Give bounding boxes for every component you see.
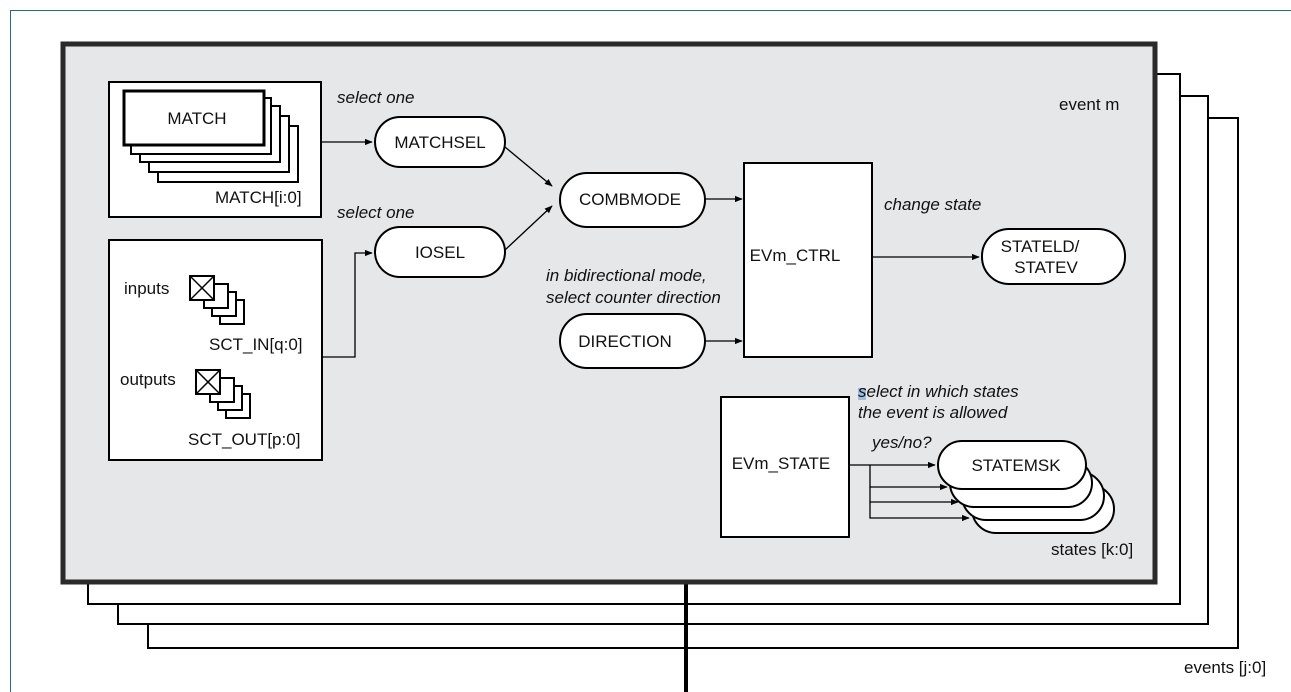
matchsel-label: MATCHSEL (394, 133, 485, 152)
event-m-label: event m (1059, 95, 1119, 114)
match-label: MATCH (167, 109, 226, 128)
select-one-io-label: select one (337, 203, 415, 222)
sct-in-label: SCT_IN[q:0] (209, 335, 303, 354)
matchsel-box (374, 116, 506, 168)
connectors (321, 138, 980, 522)
change-state-label: change state (884, 195, 981, 214)
yes-no-label: yes/no? (871, 433, 932, 452)
state-to-statemsk-arrow-4 (869, 502, 970, 522)
io-to-iosel-arrow (322, 249, 373, 358)
statemsk-box (937, 440, 1087, 490)
iosel-to-combmode-arrow (504, 205, 553, 251)
select-states-note-line2: the event is allowed (858, 403, 1008, 422)
stateld-label: STATELD/ (1001, 237, 1080, 256)
stateld-statev-box (981, 228, 1126, 285)
iosel-box (374, 226, 506, 278)
events-label: events [j:0] (1184, 658, 1266, 677)
matchsel-to-combmode-arrow (504, 146, 553, 187)
select-one-match-label: select one (337, 88, 415, 107)
select-states-note-line1: select in which states (858, 382, 1019, 401)
evm-ctrl-box (743, 162, 873, 358)
inputs-label: inputs (124, 279, 169, 298)
sct-out-label: SCT_OUT[p:0] (188, 430, 300, 449)
image-frame (10, 10, 1291, 692)
io-group-box (108, 239, 323, 461)
match-range-label: MATCH[i:0] (215, 188, 302, 207)
text-cursor-mark (858, 388, 866, 400)
evm-state-label: EVm_STATE (732, 454, 831, 473)
bidirectional-note-line1: in bidirectional mode, (546, 266, 707, 285)
evm-ctrl-label: EVm_CTRL (750, 246, 841, 265)
evm-state-box (720, 396, 850, 538)
outputs-label: outputs (120, 370, 176, 389)
direction-label: DIRECTION (578, 332, 672, 351)
iosel-label: IOSEL (415, 243, 465, 262)
states-range-label: states [k:0] (1051, 540, 1133, 559)
bidirectional-note-line2: select counter direction (546, 288, 721, 307)
combmode-label: COMBMODE (579, 190, 681, 209)
statev-label: STATEV (1014, 258, 1078, 277)
statemsk-label: STATEMSK (971, 456, 1061, 475)
combmode-box (559, 172, 706, 228)
match-stack-card-1 (122, 89, 266, 147)
